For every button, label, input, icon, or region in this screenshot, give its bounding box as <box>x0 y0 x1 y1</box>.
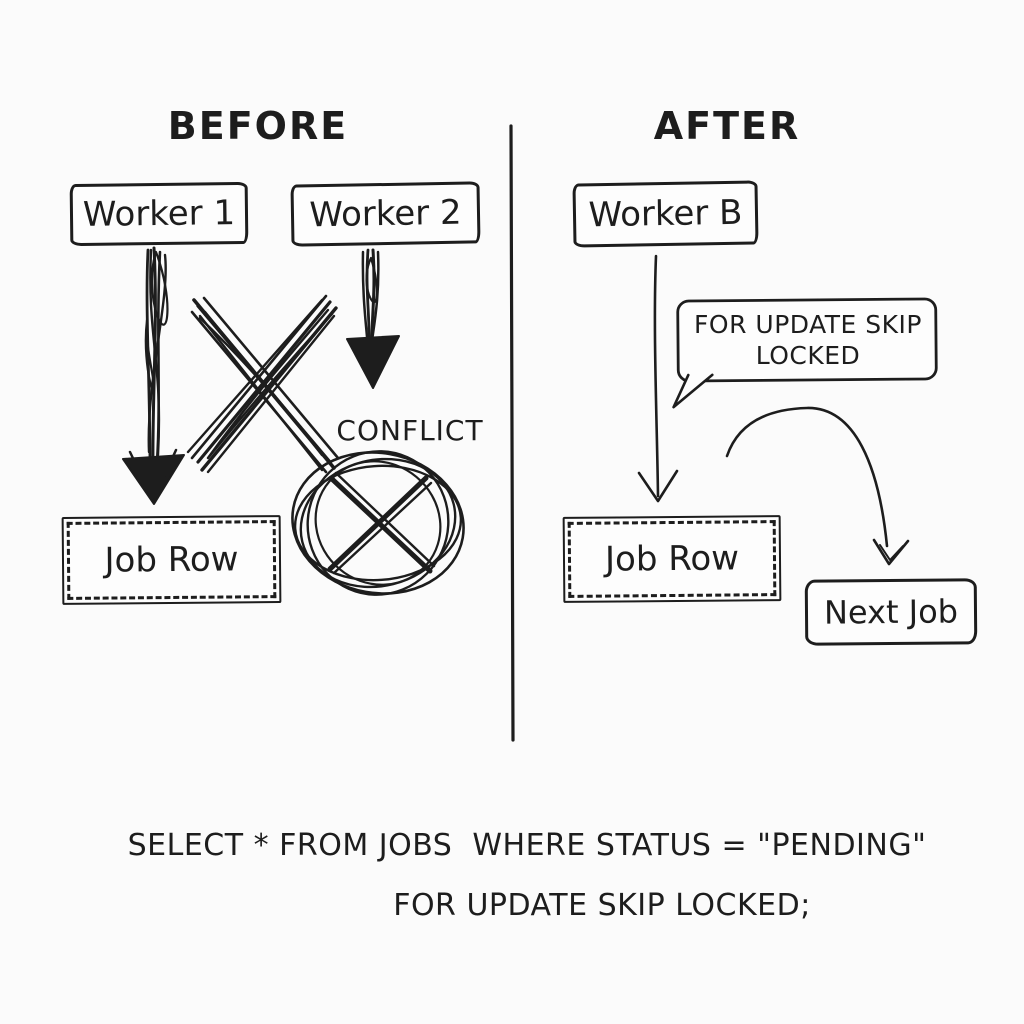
worker2-box: Worker 2 <box>290 181 481 247</box>
bubble-text: FOR UPDATE SKIP LOCKED <box>682 309 934 372</box>
worker1-arrow <box>122 246 185 505</box>
bubble-tail <box>672 373 714 409</box>
worker1-label: Worker 1 <box>82 193 236 235</box>
job-row-box-after: Job Row <box>562 515 782 603</box>
worker2-arrow <box>346 248 400 389</box>
worker-b-arrow <box>637 254 679 503</box>
worker-b-box: Worker B <box>572 180 759 248</box>
worker-b-label: Worker B <box>588 192 743 236</box>
before-title: BEFORE <box>167 104 349 148</box>
bubble-line2: LOCKED <box>755 341 861 371</box>
conflict-x-icon <box>186 294 340 474</box>
sql-line-2: FOR UPDATE SKIP LOCKED; <box>393 888 811 923</box>
conflict-scribble-icon <box>291 450 465 596</box>
bubble-line1: FOR UPDATE SKIP <box>694 310 922 339</box>
job-row-label-before: Job Row <box>104 539 239 581</box>
after-title: AFTER <box>653 104 801 148</box>
job-row-label-after: Job Row <box>604 538 740 580</box>
worker1-box: Worker 1 <box>69 181 249 247</box>
job-row-box-before: Job Row <box>61 515 282 605</box>
next-job-box: Next Job <box>804 578 978 646</box>
next-job-label: Next Job <box>823 592 959 632</box>
conflict-label: CONFLICT <box>336 414 484 447</box>
panel-divider <box>509 124 515 742</box>
worker2-label: Worker 2 <box>309 192 462 236</box>
sql-line-1: SELECT * FROM JOBS WHERE STATUS = "PENDI… <box>127 828 927 863</box>
